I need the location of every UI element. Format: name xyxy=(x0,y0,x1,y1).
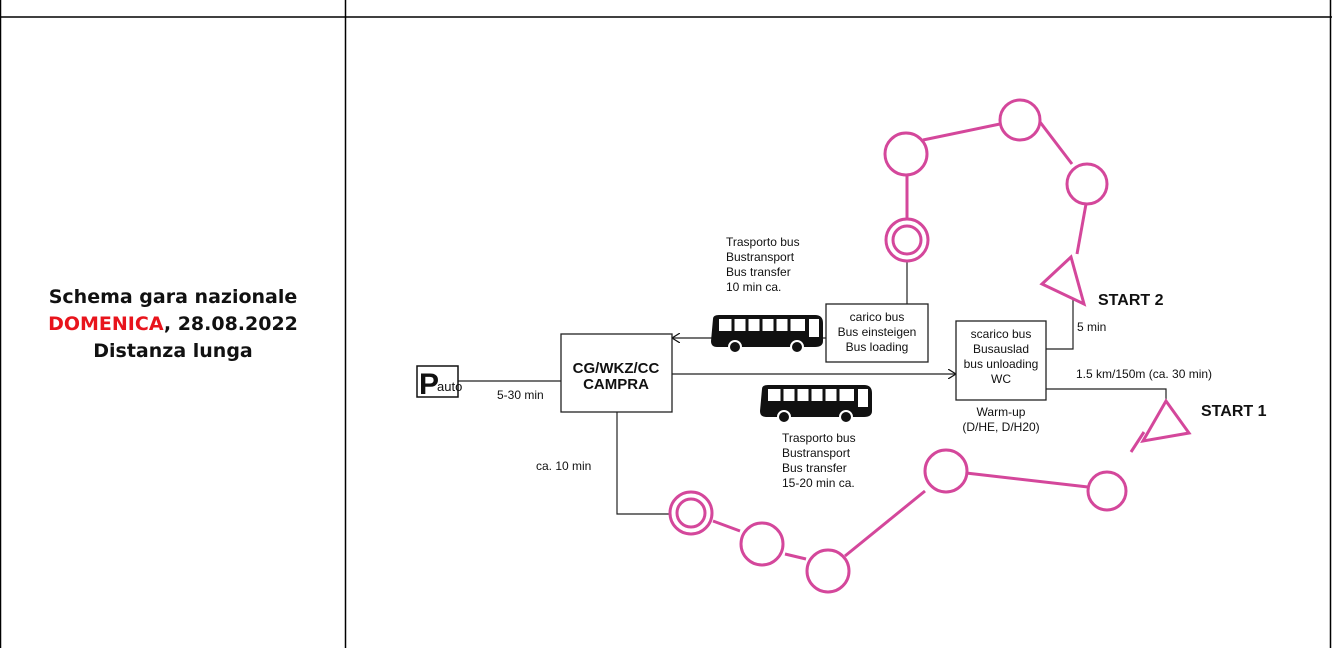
finish2-inner xyxy=(891,224,923,256)
start2-label: START 2 xyxy=(1098,292,1164,309)
loading-line-2: Bus einsteigen xyxy=(838,325,917,339)
loading-line-3: Bus loading xyxy=(846,340,909,354)
day-highlight: DOMENICA xyxy=(48,312,164,335)
transfer-return-text: Trasporto bus Bustransport Bus transfer … xyxy=(726,235,800,294)
transfer-out-text: Trasporto bus Bustransport Bus transfer … xyxy=(782,431,856,490)
transfer-return-line-2: Bustransport xyxy=(726,250,795,264)
control-4 xyxy=(739,521,785,567)
unloading-text: scarico bus Busauslad bus unloading WC xyxy=(964,327,1039,386)
course-start2 xyxy=(883,98,1109,307)
control-7 xyxy=(883,131,929,177)
control-5 xyxy=(1065,162,1109,206)
bus-icon-out xyxy=(758,383,874,425)
control-3 xyxy=(805,548,851,594)
bus-icon-return xyxy=(709,313,825,355)
unloading-box xyxy=(955,320,1047,401)
parking-box xyxy=(416,365,459,398)
campra-box xyxy=(560,333,673,413)
warmup-line-1: Warm-up xyxy=(977,405,1026,419)
unloading-line-2: Busauslad xyxy=(973,342,1029,356)
loading-line-1: carico bus xyxy=(850,310,905,324)
transfer-return-line-1: Trasporto bus xyxy=(726,235,800,249)
race-title: Schema gara nazionale DOMENICA, 28.08.20… xyxy=(48,284,298,365)
transfer-return-line-3: Bus transfer xyxy=(726,265,791,279)
campra-label-1: CG/WKZ/CC xyxy=(573,360,660,377)
parking-to-campra-time: 5-30 min xyxy=(497,388,544,402)
campra-to-finish-time: ca. 10 min xyxy=(536,459,591,473)
control-6 xyxy=(998,98,1042,142)
transfer-return-line-4: 10 min ca. xyxy=(726,280,781,294)
start2-time: 5 min xyxy=(1077,320,1106,334)
loading-text: carico bus Bus einsteigen Bus loading xyxy=(838,310,917,354)
start1-label: START 1 xyxy=(1201,403,1267,420)
title-line-1: Schema gara nazionale xyxy=(48,285,298,308)
title-cell: Schema gara nazionale DOMENICA, 28.08.20… xyxy=(0,0,346,648)
finish-inner xyxy=(675,497,707,529)
unloading-line-3: bus unloading xyxy=(964,357,1039,371)
campra-label-2: CAMPRA xyxy=(583,376,649,393)
unloading-line-4: WC xyxy=(991,372,1011,386)
transfer-out-line-4: 15-20 min ca. xyxy=(782,476,855,490)
start1-route: 1.5 km/150m (ca. 30 min) xyxy=(1076,367,1212,381)
title-line-3: Distanza lunga xyxy=(93,339,253,362)
transfer-out-line-2: Bustransport xyxy=(782,446,851,460)
title-line-2: DOMENICA, 28.08.2022 xyxy=(48,311,298,338)
start2-triangle xyxy=(1039,254,1087,307)
unloading-line-1: scarico bus xyxy=(971,327,1032,341)
loading-box xyxy=(825,303,929,363)
start1-triangle xyxy=(1140,398,1192,444)
transfer-out-line-3: Bus transfer xyxy=(782,461,847,475)
parking-letter: P xyxy=(419,368,439,401)
course-start1 xyxy=(668,398,1192,594)
warmup-line-2: (D/HE, D/H20) xyxy=(962,420,1039,434)
warmup-text: Warm-up (D/HE, D/H20) xyxy=(962,405,1039,434)
control-1 xyxy=(1086,470,1128,512)
transfer-out-line-1: Trasporto bus xyxy=(782,431,856,445)
race-date: , 28.08.2022 xyxy=(163,312,298,335)
control-2 xyxy=(923,448,969,494)
parking-sub: auto xyxy=(437,379,462,394)
